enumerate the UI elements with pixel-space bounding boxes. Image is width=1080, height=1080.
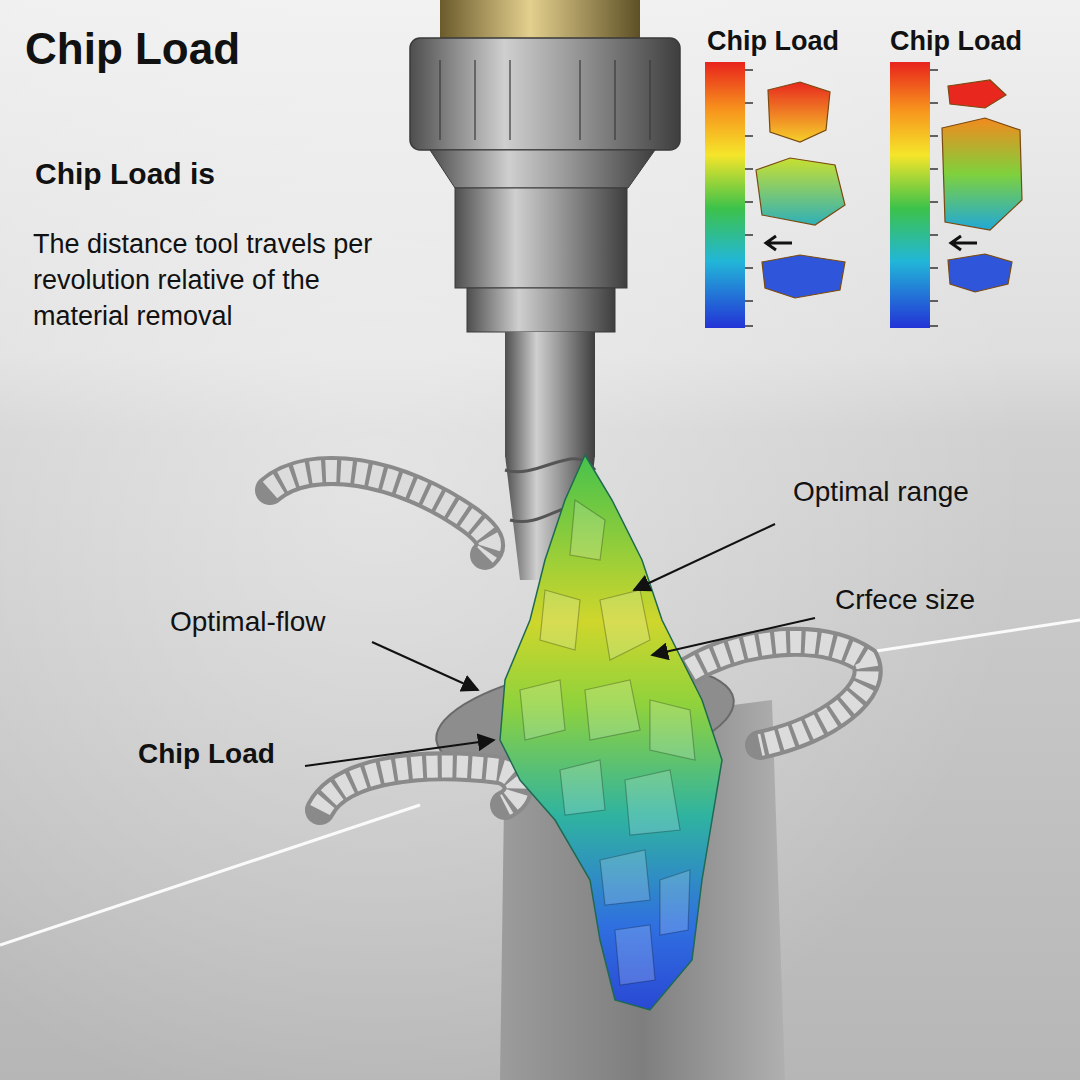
definition-text: The distance tool travels per revolution… xyxy=(33,226,385,334)
callout-label: Optimal range xyxy=(793,476,969,508)
surface-edge xyxy=(0,805,420,945)
leader-lines xyxy=(305,524,815,766)
callout-label: Optimal-flow xyxy=(170,606,326,638)
scale-title: Chip Load xyxy=(707,26,839,57)
surface-edge xyxy=(870,620,1080,652)
callout-label: Chip Load xyxy=(138,738,275,770)
scale-title: Chip Load xyxy=(890,26,1022,57)
subheading: Chip Load is xyxy=(35,157,215,192)
title: Chip Load xyxy=(25,24,240,75)
color-scale xyxy=(705,62,1022,328)
callout-label: Crfece size xyxy=(835,584,975,616)
chip-stream xyxy=(500,455,722,1010)
tool-holder xyxy=(410,0,680,580)
